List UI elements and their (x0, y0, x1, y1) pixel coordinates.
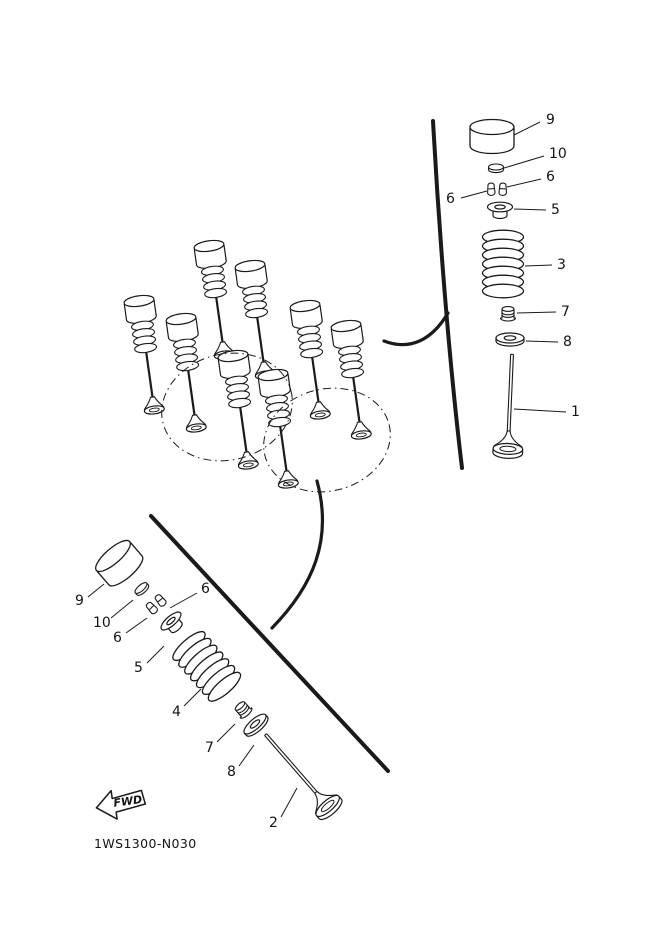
intake-panel-border (431, 119, 464, 470)
callout-lifter: 9 (75, 593, 84, 609)
leader-line (524, 264, 553, 267)
valve-stem-seal (232, 698, 255, 721)
callout-seat: 8 (227, 764, 236, 780)
valve-assembly (164, 310, 213, 435)
leader-line (516, 311, 557, 314)
cylinder-head-assembly (122, 237, 391, 493)
spring-seat (495, 332, 525, 347)
leader-line (513, 208, 547, 211)
intake-exploded-view: 9 10 6 6 5 3 7 8 1 (446, 112, 580, 460)
spring-retainer (157, 608, 189, 639)
leader-line (460, 190, 488, 199)
callout-retainer: 5 (551, 202, 560, 218)
valve-lifter (90, 535, 148, 592)
leader-line (506, 178, 542, 188)
callout-lifter: 9 (546, 112, 555, 128)
callout-valve: 1 (571, 404, 580, 420)
leader-line (503, 155, 545, 169)
leader-line (169, 592, 198, 609)
leader-line (110, 599, 134, 619)
fwd-arrow: FWD (95, 789, 147, 820)
intake-leader-lines (460, 121, 567, 413)
leader-line (280, 787, 298, 818)
callout-cotter-b: 6 (446, 191, 455, 207)
leader-line (513, 408, 567, 413)
leader-line (87, 583, 105, 598)
exhaust-leader-lines (87, 583, 298, 818)
valve-spring (168, 626, 246, 706)
leader-line (183, 688, 202, 707)
callout-seat: 8 (563, 334, 572, 350)
spring-retainer (486, 201, 514, 220)
callout-retainer: 5 (134, 660, 143, 676)
callout-pad: 10 (93, 615, 111, 631)
valve-pad (487, 163, 505, 174)
valve-cotters (144, 592, 168, 616)
connector-curve-bottom (270, 479, 325, 630)
exhaust-exploded-view: 9 10 6 6 5 4 7 8 2 (75, 535, 346, 831)
intake-valves-outline (161, 352, 293, 462)
callout-cotter-a: 6 (546, 169, 555, 185)
connector-curve-top (382, 311, 450, 347)
valve-assembly (329, 317, 378, 442)
fwd-arrow-shape (95, 789, 147, 820)
valve-pad (132, 580, 151, 598)
callout-valve: 2 (269, 815, 278, 831)
leader-line (125, 617, 148, 634)
exhaust-panel-border (149, 514, 390, 773)
valve-assembly (256, 366, 305, 491)
callout-spring: 3 (557, 257, 566, 273)
valve-cotters (487, 182, 507, 196)
callout-spring: 4 (172, 704, 181, 720)
exhaust-valves-outline (263, 387, 391, 493)
valve-stem-seal (499, 306, 517, 322)
valve-lifter (469, 118, 515, 155)
callout-seal: 7 (561, 304, 570, 320)
exhaust-valve (253, 724, 346, 824)
leader-line (525, 340, 559, 343)
leader-line (513, 121, 541, 136)
callout-seal: 7 (205, 740, 214, 756)
diagram-code: 1WS1300-N030 (94, 836, 197, 851)
callout-pad: 10 (549, 146, 567, 162)
callout-cotter-a: 6 (201, 581, 210, 597)
leader-line (238, 744, 255, 767)
valve-assembly (288, 297, 337, 422)
callout-cotter-b: 6 (113, 630, 122, 646)
leader-line (146, 645, 165, 664)
leader-line (216, 723, 236, 743)
fwd-arrow-label: FWD (113, 793, 143, 810)
valve-assembly (122, 292, 171, 417)
intake-valve (492, 353, 528, 460)
valve-assembly (192, 237, 241, 362)
valve-spring (481, 229, 525, 299)
